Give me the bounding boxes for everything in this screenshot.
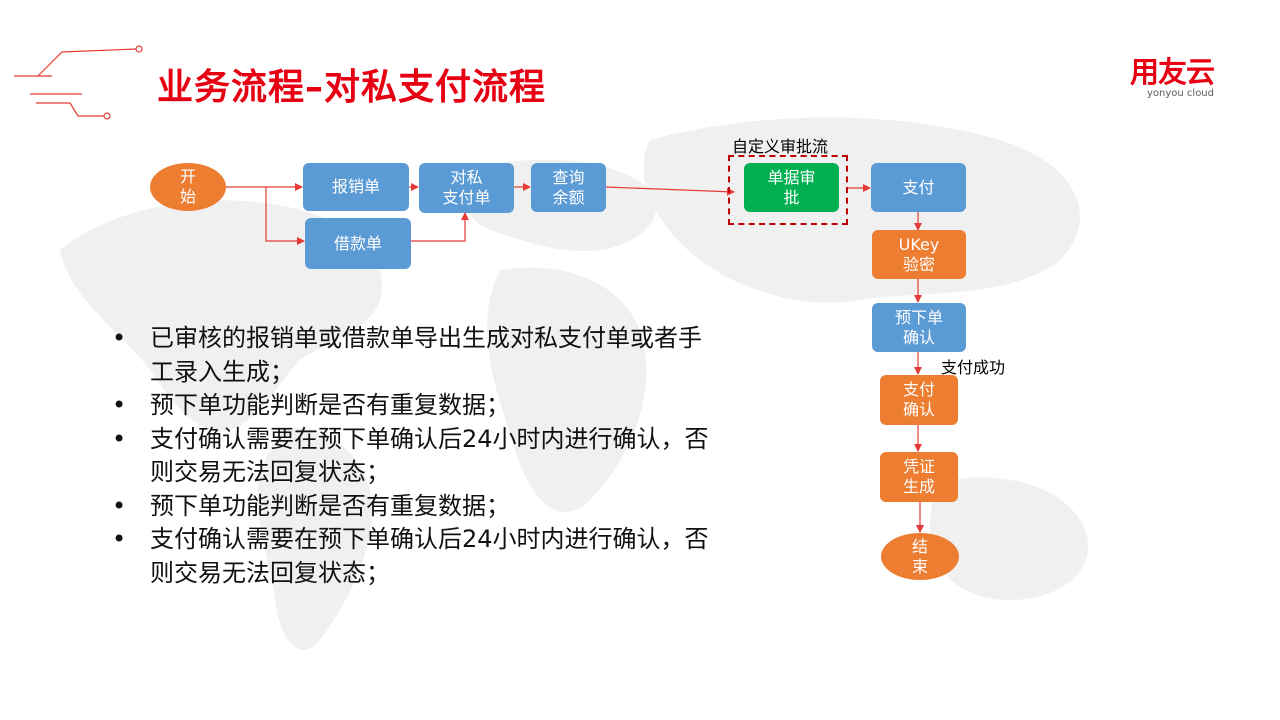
payment-node: 支付: [871, 163, 966, 212]
custom-approval-label: 自定义审批流: [732, 137, 829, 156]
payment-success-label: 支付成功: [941, 358, 1006, 377]
yonyou-cloud-logo: 用友云 yonyou cloud: [1129, 55, 1215, 100]
ukey-verification-node: UKey 验密: [872, 230, 966, 279]
bullet-item: 支付确认需要在预下单确认后24小时内进行确认，否则交易无法回复状态；: [112, 523, 712, 590]
end-node: 结 束: [881, 533, 959, 580]
bullet-item: 预下单功能判断是否有重复数据；: [112, 490, 712, 524]
bullet-item: 预下单功能判断是否有重复数据；: [112, 389, 712, 423]
decorative-circuit-lines: [14, 45, 143, 120]
voucher-generation-node: 凭证 生成: [880, 452, 958, 502]
bullet-item: 支付确认需要在预下单确认后24小时内进行确认，否则交易无法回复状态；: [112, 423, 712, 490]
start-node: 开 始: [150, 163, 226, 211]
document-approval-node: 单据审 批: [744, 163, 839, 212]
loan-form-node: 借款单: [305, 218, 411, 269]
bullet-item: 已审核的报销单或借款单导出生成对私支付单或者手工录入生成；: [112, 322, 712, 389]
payment-confirm-node: 支付 确认: [880, 375, 958, 425]
description-bullet-list: 已审核的报销单或借款单导出生成对私支付单或者手工录入生成； 预下单功能判断是否有…: [112, 322, 712, 590]
arrow-loan-to-private-pay: [411, 212, 469, 242]
private-payment-order-node: 对私 支付单: [419, 163, 514, 213]
pre-order-confirm-node: 预下单 确认: [872, 303, 966, 352]
logo-english-text: yonyou cloud: [1146, 88, 1214, 99]
balance-inquiry-node: 查询 余额: [531, 163, 606, 212]
arrow-start-to-loan: [265, 187, 305, 245]
expense-claim-node: 报销单: [303, 163, 409, 211]
page-title: 业务流程–对私支付流程: [157, 67, 547, 108]
logo-chinese-text: 用友云: [1129, 55, 1215, 89]
arrow-balance-to-approval: [605, 186, 735, 196]
